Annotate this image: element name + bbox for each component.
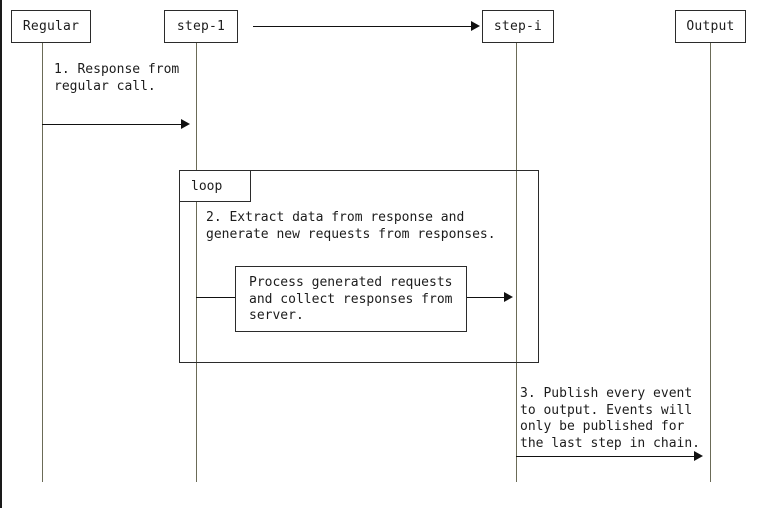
message-chain-link-arrowhead (471, 21, 480, 31)
message-response-from-regular-arrowhead (181, 119, 190, 129)
message-process-requests-arrowhead (504, 292, 513, 302)
participant-output-label: Output (686, 19, 735, 34)
loop-fragment-operator: loop (179, 170, 251, 202)
message-chain-link-line (253, 26, 473, 27)
participant-regular[interactable]: Regular (11, 10, 91, 43)
message-response-from-regular-line (42, 124, 183, 125)
message-publish-events-line (516, 456, 696, 457)
lifeline-output (710, 43, 711, 482)
message-response-from-regular-label: 1. Response from regular call. (54, 62, 180, 94)
participant-step-i-label: step-i (493, 19, 543, 34)
left-edge-border (0, 0, 2, 508)
participant-output[interactable]: Output (675, 10, 746, 43)
participant-regular-label: Regular (22, 19, 80, 34)
message-publish-events-label: 3. Publish every event to output. Events… (520, 386, 701, 451)
loop-operator-label: loop (191, 178, 223, 194)
lifeline-step-1 (196, 43, 197, 482)
loop-body-text: 2. Extract data from response and genera… (206, 210, 496, 242)
lifeline-regular (42, 43, 43, 482)
action-note: Process generated requests and collect r… (235, 266, 467, 332)
loop-fragment-frame (179, 170, 539, 363)
participant-step-1[interactable]: step-1 (164, 10, 238, 43)
participant-step-1-label: step-1 (176, 19, 226, 34)
message-publish-events-arrowhead (694, 451, 703, 461)
participant-step-i[interactable]: step-i (482, 10, 554, 43)
lifeline-step-i (516, 43, 517, 482)
